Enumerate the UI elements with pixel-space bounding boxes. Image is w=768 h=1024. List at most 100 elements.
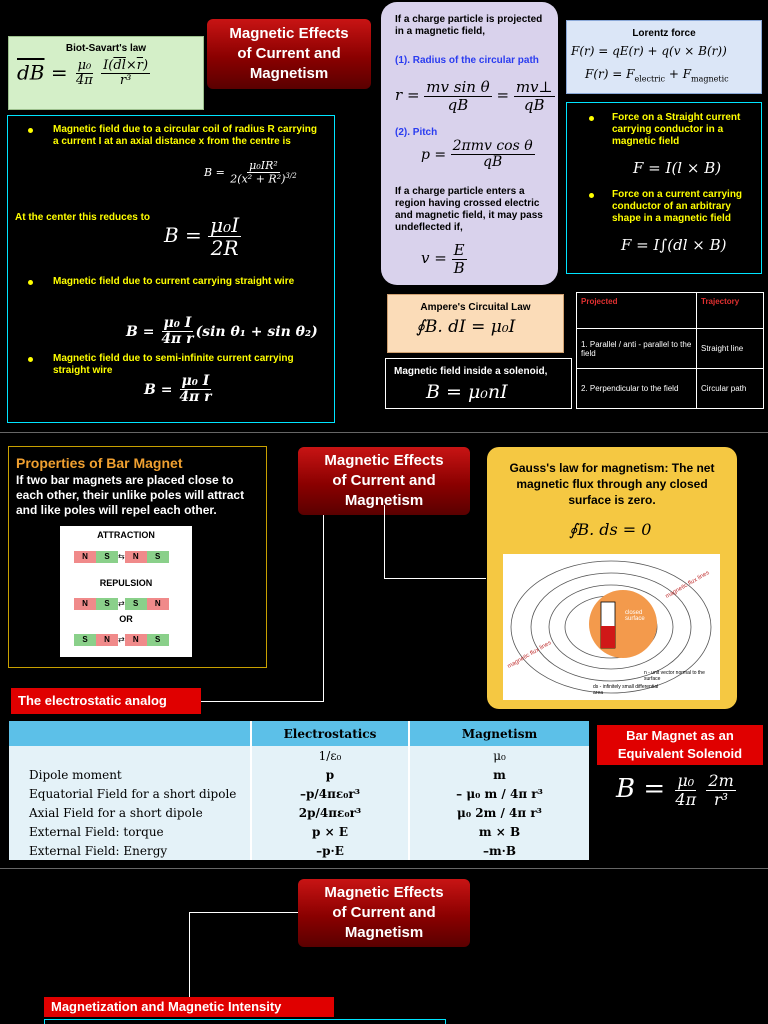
connector-line xyxy=(384,578,486,579)
semi-infinite-text: Magnetic field due to semi-infinite curr… xyxy=(53,353,294,376)
analog-row-label: External Field: Energy xyxy=(9,841,252,860)
analog-magnet-cell: μ₀ 2m / 4π r³ xyxy=(457,805,542,820)
analog-electro-cell: –p·E xyxy=(251,841,410,860)
table-row: Circular path xyxy=(696,368,764,409)
analog-header-electro: Electrostatics xyxy=(251,721,410,747)
analog-electro-cell: –p/4πε₀r³ xyxy=(251,784,410,804)
separator-2 xyxy=(0,868,768,869)
trajectory-table: Projected Trajectory 1. Parallel / anti … xyxy=(576,292,764,409)
repulsion-label: REPULSION xyxy=(99,578,153,588)
force-panel: Force on a Straight current carrying con… xyxy=(566,102,762,274)
connector-line xyxy=(323,515,324,702)
analog-row-label: External Field: torque xyxy=(9,822,252,842)
analog-row-label: Equatorial Field for a short dipole xyxy=(9,784,252,804)
straight-force-text: Force on a Straight current carrying con… xyxy=(612,112,741,147)
solenoid-formula: B = μ₀nI xyxy=(426,381,508,403)
analog-row-label: Axial Field for a short dipole xyxy=(9,803,252,823)
sub-electric: electric xyxy=(634,74,666,84)
charge-intro: If a charge particle is projected in a m… xyxy=(395,14,543,37)
electrostatic-analog-label: The electrostatic analog xyxy=(11,688,201,714)
analog-row-label xyxy=(9,746,252,766)
bar-magnet-box: Properties of Bar Magnet If two bar magn… xyxy=(8,446,267,668)
lorentz-title: Lorentz force xyxy=(632,28,696,39)
analog-magnet-cell: –m·B xyxy=(482,843,517,858)
table-row: Straight line xyxy=(696,328,764,369)
biot-savart-title: Biot-Savart's law xyxy=(65,43,147,54)
magnetization-label: Magnetization and Magnetic Intensity xyxy=(44,997,334,1017)
gauss-formula: ∮B. ds = 0 xyxy=(569,520,652,539)
solenoid-title: Magnetic field inside a solenoid, xyxy=(394,366,548,377)
analog-magnet-cell: m × B xyxy=(478,824,521,839)
gauss-text: Gauss's law for magnetism: The net magne… xyxy=(509,461,715,507)
lorentz-box: Lorentz force F(r) = qE(r) + q(v × B(r))… xyxy=(566,20,762,94)
ampere-title: Ampere's Circuital Law xyxy=(420,302,531,313)
analog-magnet-cell: μ₀ xyxy=(493,748,506,763)
ds-label: ds - infinitely small differential area xyxy=(593,684,659,696)
header-top: Magnetic Effects of Current and Magnetis… xyxy=(207,19,371,89)
analog-electro-cell: p × E xyxy=(251,822,410,842)
analog-electro-cell: p xyxy=(251,765,410,785)
analog-header-magnet: Magnetism xyxy=(461,726,538,741)
traj-header-trajectory: Trajectory xyxy=(696,292,764,329)
connector-line xyxy=(384,505,385,578)
field-formulas-panel: Magnetic field due to a circular coil of… xyxy=(7,115,335,423)
bar-magnet-text: If two bar magnets are placed close to e… xyxy=(16,473,245,517)
arbitrary-force-formula: F = I∫(dl × B) xyxy=(621,236,727,254)
header-bottom: Magnetic Effects of Current and Magnetis… xyxy=(298,879,470,947)
attraction-label: ATTRACTION xyxy=(97,530,155,540)
pitch-label: (2). Pitch xyxy=(395,127,438,138)
solenoid-box: Magnetic field inside a solenoid, B = μ₀… xyxy=(385,358,572,409)
normal-label: n - unit vector normal to the surface xyxy=(644,670,705,682)
gauss-box: Gauss's law for magnetism: The net magne… xyxy=(487,447,737,709)
table-row: Equatorial Field for a short dipole–p/4π… xyxy=(9,784,589,804)
lorentz-formula-2: F(r) = Felectric + Fmagnetic xyxy=(585,67,729,84)
sub-magnetic: magnetic xyxy=(691,74,729,84)
bar-magnet-title: Properties of Bar Magnet xyxy=(16,455,183,471)
ampere-box: Ampere's Circuital Law ∮B. dI = μ₀I xyxy=(387,294,564,353)
header-middle: Magnetic Effects of Current and Magnetis… xyxy=(298,447,470,515)
straight-wire-text: Magnetic field due to current carrying s… xyxy=(53,276,295,287)
connector-line xyxy=(189,912,190,998)
straight-force-formula: F = I(l × B) xyxy=(633,159,722,177)
ampere-formula: ∮B. dI = μ₀I xyxy=(416,317,516,337)
table-row: External Field: Energy–p·E –m·B xyxy=(9,841,589,860)
magnetization-panel xyxy=(44,1019,446,1024)
closed-surface-label: closed surface xyxy=(625,610,645,622)
traj-header-projected: Projected xyxy=(576,292,697,329)
analog-magnet-cell: m xyxy=(493,767,506,782)
analog-header-blank xyxy=(9,721,252,747)
analog-electro-cell: 1/ε₀ xyxy=(251,746,410,766)
separator-1 xyxy=(0,432,768,433)
gauss-figure: magnetic flux lines magnetic flux lines … xyxy=(503,554,720,700)
analog-magnet-cell: – μ₀ m / 4π r³ xyxy=(456,786,543,801)
center-text: At the center this reduces to xyxy=(15,212,151,223)
charge-particle-panel: If a charge particle is projected in a m… xyxy=(381,2,558,285)
table-row: 1/ε₀ μ₀ xyxy=(9,746,589,766)
lorentz-formula-1: F(r) = qE(r) + q(v × B(r)) xyxy=(571,44,727,58)
or-label: OR xyxy=(119,614,133,624)
equivalent-solenoid-label: Bar Magnet as an Equivalent Solenoid xyxy=(597,725,763,765)
crossed-text: If a charge particle enters a region hav… xyxy=(395,186,543,233)
table-row: 1. Parallel / anti - parallel to the fie… xyxy=(576,328,697,369)
connector-line xyxy=(189,912,298,913)
table-row: 2. Perpendicular to the field xyxy=(576,368,697,409)
